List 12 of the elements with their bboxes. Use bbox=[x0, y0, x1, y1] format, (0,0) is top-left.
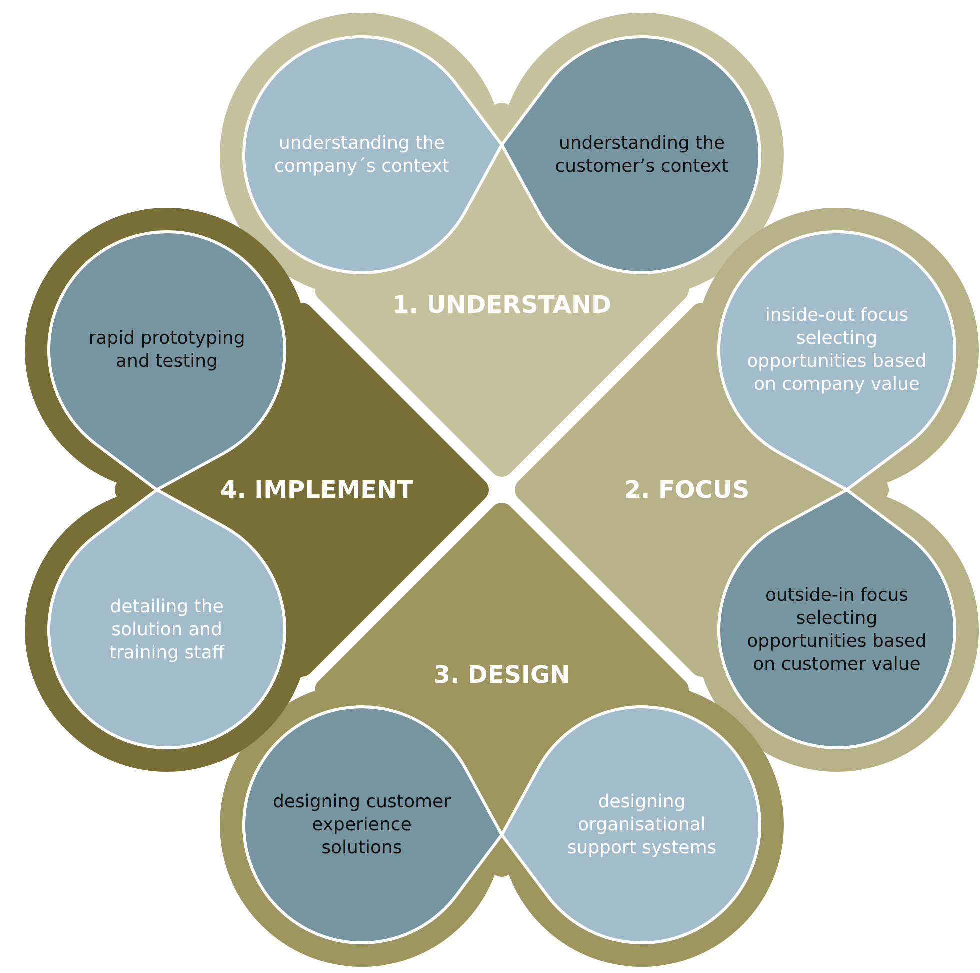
drop-text: rapid prototyping and testing bbox=[88, 327, 246, 373]
drop-text: understanding the company´s context bbox=[274, 132, 450, 178]
drop-text: inside-out focus selecting opportunities based on company value bbox=[747, 304, 927, 396]
drop-text: understanding the customer’s context bbox=[554, 132, 730, 178]
drop-text: outside-in focus selecting opportunities based on customer value bbox=[747, 584, 927, 676]
stage-title: 1. UNDERSTAND bbox=[392, 291, 612, 319]
drop-text: detailing the solution and training staff bbox=[108, 596, 226, 664]
drop-text: designing customer experience solutions bbox=[272, 790, 452, 860]
drop-text: designing organisational support systems bbox=[566, 790, 718, 860]
stage-title: 2. FOCUS bbox=[624, 476, 750, 504]
stage-title: 3. DESIGN bbox=[434, 661, 570, 689]
stage-title: 4. IMPLEMENT bbox=[220, 476, 414, 504]
